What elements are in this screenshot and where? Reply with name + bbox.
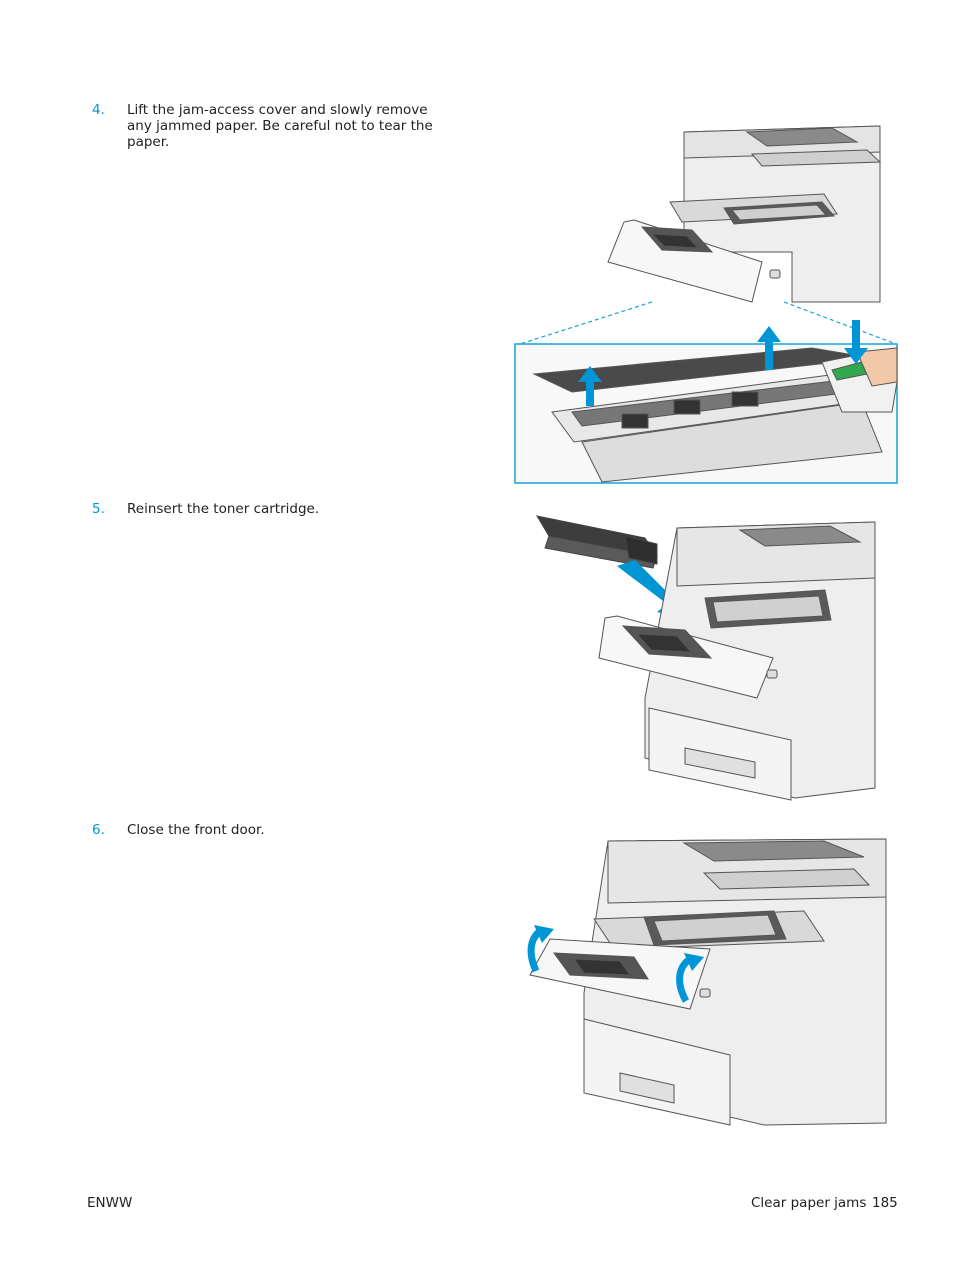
step-text: Reinsert the toner cartridge. [127,501,320,517]
footer-page-number: 185 [872,1195,898,1211]
step-4-illustration [512,112,902,487]
step-text: Lift the jam-access cover and slowly rem… [127,102,433,150]
close-door-arrow-left-head-icon [534,925,554,943]
step-number: 4. [92,102,105,118]
printer-figure [529,838,887,1126]
close-door-arrow-right-icon [676,956,693,1003]
footer-left: ENWW [87,1195,133,1211]
close-door-arrow-right-head-icon [684,953,704,971]
step-5-illustration [525,508,880,803]
step-text: Close the front door. [127,822,265,838]
printer-top-figure [607,125,882,303]
step-number: 5. [92,501,105,517]
jam-access-detail [532,347,898,483]
printer-figure [598,521,876,801]
toner-cartridge-figure [535,515,659,569]
step-number: 6. [92,822,105,838]
press-arrow-down-icon [844,320,868,364]
lift-arrow-left-icon [578,366,602,406]
footer-section-title: Clear paper jams [751,1195,867,1211]
lift-arrow-right-icon [757,326,781,370]
step-6-illustration [524,833,890,1128]
